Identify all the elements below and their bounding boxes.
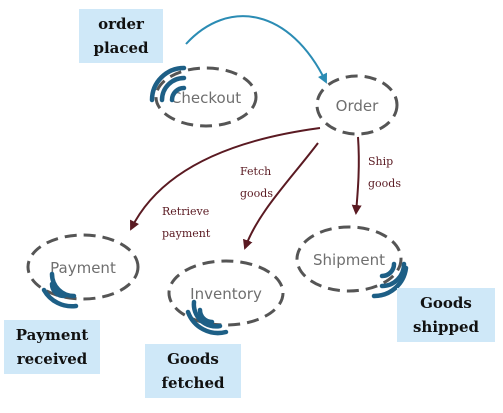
node-inventory: Inventory bbox=[167, 259, 285, 327]
node-order-label: Order bbox=[336, 97, 379, 115]
broadcast-signal-icon bbox=[185, 299, 229, 336]
broadcast-signal-icon bbox=[149, 65, 187, 103]
event-order-placed-line-2: placed bbox=[93, 39, 149, 57]
arrow-order-to-inventory bbox=[243, 142, 319, 250]
event-goods-shipped: Goods shipped bbox=[397, 288, 495, 342]
event-order-placed: order placed bbox=[79, 9, 163, 63]
edge-label-ship-goods: Ship goods bbox=[368, 155, 401, 190]
arrow-order-to-payment bbox=[130, 127, 321, 231]
broadcast-signal-icon bbox=[371, 261, 409, 299]
event-payment-received-line-2: received bbox=[16, 350, 88, 368]
event-payment-received: Payment received bbox=[4, 320, 100, 374]
arrow-checkout-to-order bbox=[185, 15, 327, 84]
arrow-order-to-shipment bbox=[351, 136, 362, 215]
node-shipment: Shipment bbox=[295, 225, 403, 293]
node-payment-label: Payment bbox=[50, 259, 116, 277]
edge-label-fetch-goods: Fetch goods bbox=[240, 165, 275, 200]
broadcast-signal-icon bbox=[41, 271, 79, 309]
event-goods-shipped-line-1: Goods bbox=[420, 294, 472, 312]
node-checkout-label: Checkout bbox=[171, 89, 241, 107]
edge-label-retrieve-payment: Retrieve payment bbox=[162, 205, 213, 240]
event-payment-received-line-1: Payment bbox=[15, 326, 89, 344]
event-goods-fetched: Goods fetched bbox=[145, 344, 241, 398]
event-goods-shipped-line-2: shipped bbox=[412, 318, 480, 336]
event-goods-fetched-line-1: Goods bbox=[167, 350, 219, 368]
event-order-placed-line-1: order bbox=[98, 15, 144, 33]
node-inventory-label: Inventory bbox=[190, 285, 262, 303]
event-goods-fetched-line-2: fetched bbox=[161, 374, 225, 392]
node-shipment-label: Shipment bbox=[313, 251, 385, 269]
node-order: Order bbox=[315, 74, 399, 136]
node-checkout: Checkout bbox=[154, 66, 258, 128]
